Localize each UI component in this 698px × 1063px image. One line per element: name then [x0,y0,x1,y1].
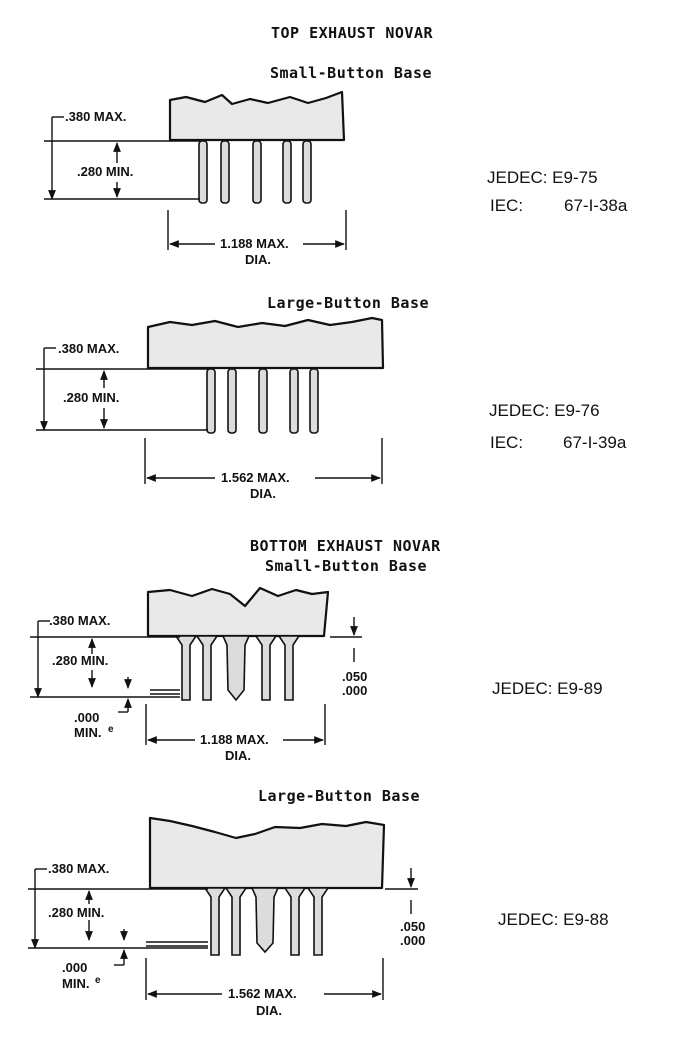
diagram-1-subtitle: Small-Button Base [270,64,433,82]
diagram-2-height-label: .380 MAX. [58,341,119,356]
pin [224,887,248,956]
diagram-3-height-label: .380 MAX. [49,613,110,628]
diagram-2-iec-label: IEC: [490,433,524,452]
pin [254,635,278,701]
pin [198,140,208,204]
pin [258,368,268,434]
diagram-1-pin-length-label: .280 MIN. [77,164,133,179]
pin [306,887,330,956]
diagram-3-diameter-label: 1.188 MAX. [200,732,269,747]
diagram-4-exhaust-min: .000 [400,933,425,948]
pin [302,140,312,204]
diagram-1-pins [198,140,312,204]
pin [289,368,299,434]
diagram-3-tip-note: e [108,724,114,735]
diagram-2-pin-length-label: .280 MIN. [63,390,119,405]
diagram-3: .380 MAX. .280 MIN. .000 MIN. e .050 .00… [30,586,367,763]
diagram-3-tip-min-label: MIN. [74,725,101,740]
pin [227,368,237,434]
top-exhaust-heading: TOP EXHAUST NOVAR [271,24,434,42]
diagram-4-diameter-label: 1.562 MAX. [228,986,297,1001]
diagram-4-jedec: JEDEC: E9-88 [498,910,609,929]
diagram-2-pins [206,368,319,434]
diagram-4-subtitle: Large-Button Base [258,787,421,805]
diagram-3-pin-length-label: .280 MIN. [52,653,108,668]
diagram-2-dia-label: DIA. [250,486,276,501]
diagram-2-diameter-label: 1.562 MAX. [221,470,290,485]
pin [282,140,292,204]
diagram-1-jedec: JEDEC: E9-75 [487,168,598,187]
pin [283,887,307,956]
diagram-3-pins [174,635,301,702]
pin [203,887,227,956]
pin [309,368,319,434]
diagram-3-exhaust-max: .050 [342,669,367,684]
bottom-exhaust-heading: BOTTOM EXHAUST NOVAR [250,537,441,555]
diagram-3-dia-label: DIA. [225,748,251,763]
pin [206,368,216,434]
diagram-3-exhaust-min: .000 [342,683,367,698]
diagram-4-tip-min-value: .000 [62,960,87,975]
diagram-3-jedec: JEDEC: E9-89 [492,679,603,698]
diagram-4-tip-min-label: MIN. [62,976,89,991]
diagram-1-iec-value: 67-I-38a [564,196,628,215]
diagram-3-base-body [146,586,330,638]
diagram-4-dia-label: DIA. [256,1003,282,1018]
diagram-2-base-body [146,316,385,370]
diagram-2: .380 MAX. .280 MIN. 1.562 MAX. DIA. [36,316,385,501]
pin [174,635,198,701]
diagram-4-exhaust-max: .050 [400,919,425,934]
pin [220,140,230,204]
diagram-2-subtitle: Large-Button Base [267,294,430,312]
diagram-1-diameter-label: 1.188 MAX. [220,236,289,251]
pin [195,635,219,701]
diagram-1-base-body [168,90,346,142]
diagram-1-dia-label: DIA. [245,252,271,267]
pin [277,635,301,701]
diagram-4-tip-note: e [95,975,101,986]
exhaust-tip [250,887,280,954]
diagram-4-pin-length-label: .280 MIN. [48,905,104,920]
diagram-2-jedec: JEDEC: E9-76 [489,401,600,420]
diagram-3-tip-min-value: .000 [74,710,99,725]
pin [252,140,262,204]
diagram-4: .380 MAX. .280 MIN. .000 MIN. e .050 .00… [28,816,425,1018]
diagram-3-subtitle: Small-Button Base [265,557,428,575]
diagram-4-base-body [148,816,386,890]
diagram-1-iec-label: IEC: [490,196,524,215]
diagram-4-height-label: .380 MAX. [48,861,109,876]
diagram-4-pins [203,887,330,956]
diagram-2-iec-value: 67-I-39a [563,433,627,452]
diagram-1: .380 MAX. .280 MIN. 1.188 MAX. DIA. [44,90,347,267]
exhaust-tip [221,635,251,702]
diagram-1-height-label: .380 MAX. [65,109,126,124]
